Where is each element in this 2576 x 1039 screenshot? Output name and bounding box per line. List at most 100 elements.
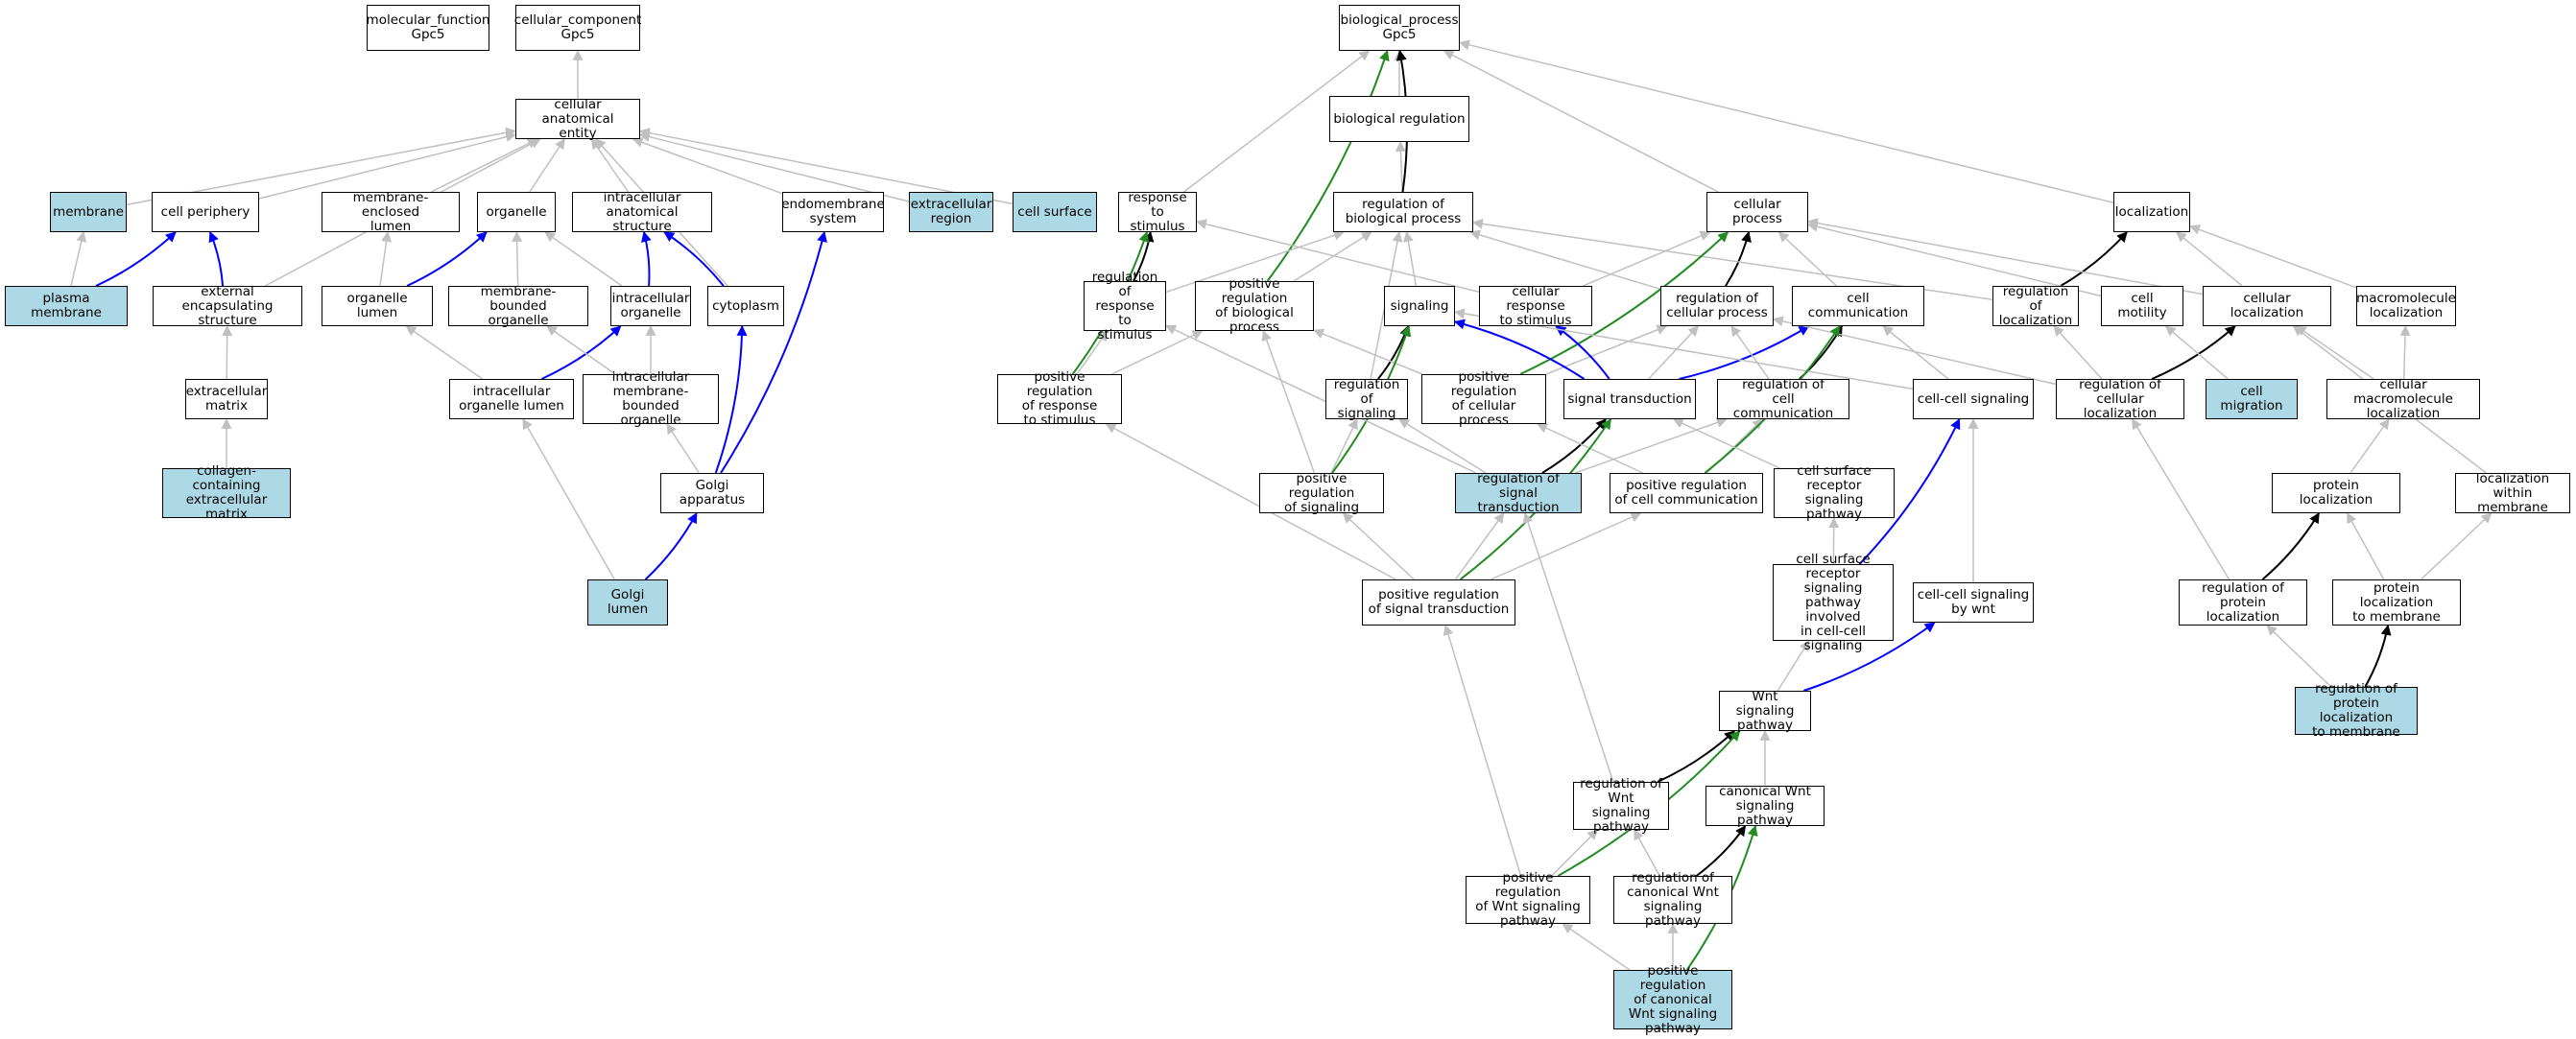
term-node-cellular-macromolecule-localization[interactable]: cellular macromolecule localization <box>2326 377 2480 420</box>
term-node-regulation-of-cell-communication[interactable]: regulation of cell communication <box>1717 377 1849 420</box>
term-node-membrane[interactable]: membrane <box>50 192 127 232</box>
term-node-cellular-component[interactable]: cellular_component Gpc5 <box>514 5 641 51</box>
term-node-molecular-function[interactable]: molecular_function Gpc5 <box>367 5 489 51</box>
term-node-wnt-signaling-pathway[interactable]: Wnt signaling pathway <box>1719 689 1811 732</box>
edge-regulates <box>1695 825 1747 877</box>
term-node-protein-localization[interactable]: protein localization <box>2272 473 2400 513</box>
term-node-macromolecule-localization[interactable]: macromolecule localization <box>2356 286 2456 326</box>
edge-is-a <box>529 138 565 193</box>
edge-is-a <box>1293 231 1372 282</box>
term-node-localization[interactable]: localization <box>2113 192 2190 232</box>
edge-is-a <box>1522 511 1614 783</box>
term-node-regulation-of-response-to-stimulus[interactable]: regulation of response to stimulus <box>1084 270 1166 342</box>
edge-is-a <box>1648 325 1700 380</box>
term-node-positive-regulation-of-signaling[interactable]: positive regulation of signaling <box>1259 471 1384 514</box>
edge-part-of <box>208 230 225 287</box>
term-node-positive-regulation-of-cellular-process[interactable]: positive regulation of cellular process <box>1421 370 1546 428</box>
term-node-organelle[interactable]: organelle <box>477 192 556 232</box>
term-node-regulation-of-cellular-localization[interactable]: regulation of cellular localization <box>2056 377 2184 420</box>
edge-part-of <box>1679 325 1810 380</box>
term-node-localization-within-membrane[interactable]: localization within membrane <box>2455 471 2570 514</box>
term-node-cytoplasm[interactable]: cytoplasm <box>707 286 784 326</box>
term-node-organelle-lumen[interactable]: organelle lumen <box>322 286 433 326</box>
term-node-protein-localization-to-membrane[interactable]: protein localization to membrane <box>2332 579 2461 626</box>
edge-is-a <box>1105 423 1396 580</box>
term-node-cell-cell-signaling-by-wnt[interactable]: cell-cell signaling by wnt <box>1913 582 2034 623</box>
term-node-signal-transduction[interactable]: signal transduction <box>1563 379 1696 419</box>
term-node-cell-motility[interactable]: cell motility <box>2101 286 2183 326</box>
term-node-canonical-wnt-signaling-pathway[interactable]: canonical Wnt signaling pathway <box>1705 784 1825 827</box>
term-node-cell-communication[interactable]: cell communication <box>1792 286 1924 326</box>
term-node-regulation-of-biological-process[interactable]: regulation of biological process <box>1333 192 1473 232</box>
term-node-endomembrane-system[interactable]: endomembrane system <box>781 192 885 232</box>
term-node-regulation-of-canonical-wnt-signaling-pathway[interactable]: regulation of canonical Wnt signaling pa… <box>1613 871 1732 929</box>
term-node-biological-process[interactable]: biological_process Gpc5 <box>1339 5 1460 51</box>
term-node-membrane-enclosed-lumen[interactable]: membrane-enclosed lumen <box>322 190 460 233</box>
edge-part-of <box>95 231 177 287</box>
term-node-positive-regulation-of-response-to-stimulus[interactable]: positive regulation of response to stimu… <box>997 370 1122 428</box>
term-node-response-to-stimulus[interactable]: response to stimulus <box>1118 190 1197 233</box>
term-node-regulation-of-signaling[interactable]: regulation of signaling <box>1325 377 1408 420</box>
term-node-extracellular-region[interactable]: extracellular region <box>909 192 993 232</box>
term-node-cell-periphery[interactable]: cell periphery <box>152 192 259 232</box>
term-node-extracellular-matrix[interactable]: extracellular matrix <box>185 379 268 419</box>
term-node-positive-regulation-of-signal-transduction[interactable]: positive regulation of signal transducti… <box>1362 579 1515 626</box>
term-node-cellular-response-to-stimulus[interactable]: cellular response to stimulus <box>1479 284 1592 327</box>
term-node-cell-cell-signaling[interactable]: cell-cell signaling <box>1913 379 2034 419</box>
term-node-csrsp-cell-cell[interactable]: cell surface receptor signaling pathway … <box>1773 552 1894 652</box>
edge-regulates <box>2364 624 2392 688</box>
term-node-regulation-of-signal-transduction[interactable]: regulation of signal transduction <box>1455 471 1582 514</box>
edge-is-a <box>1491 511 1642 580</box>
edge-is-a <box>1777 640 1810 692</box>
term-node-signaling[interactable]: signaling <box>1384 286 1455 326</box>
term-node-cell-surface-receptor-signaling-pathway[interactable]: cell surface receptor signaling pathway <box>1774 464 1895 522</box>
edge-is-a <box>1312 328 1423 375</box>
term-node-regulation-of-localization[interactable]: regulation of localization <box>1992 284 2079 327</box>
term-node-cellular-process[interactable]: cellular process <box>1706 192 1808 232</box>
edge-is-a <box>405 325 484 380</box>
term-node-regulation-of-protein-localization[interactable]: regulation of protein localization <box>2179 579 2307 626</box>
term-node-regulation-of-protein-localization-to-membrane[interactable]: regulation of protein localization to me… <box>2295 682 2418 740</box>
edge-part-of <box>714 324 748 474</box>
term-node-intracellular-organelle-lumen[interactable]: intracellular organelle lumen <box>449 379 574 419</box>
term-node-membrane-bounded-organelle[interactable]: membrane-bounded organelle <box>448 284 588 327</box>
edge-part-of <box>720 230 827 474</box>
term-node-cellular-localization[interactable]: cellular localization <box>2203 286 2331 326</box>
term-node-cell-migration[interactable]: cell migration <box>2206 379 2298 419</box>
edge-is-a <box>70 230 87 287</box>
edge-is-a <box>1330 418 1358 474</box>
term-node-intracellular-organelle[interactable]: intracellular organelle <box>610 286 691 326</box>
term-node-collagen-ecm[interactable]: collagen-containing extracellular matrix <box>162 464 291 522</box>
term-node-positive-regulation-of-biological-process[interactable]: positive regulation of biological proces… <box>1195 277 1314 335</box>
edge-is-a <box>258 131 517 200</box>
term-node-positive-regulation-of-cell-communication[interactable]: positive regulation of cell communicatio… <box>1610 473 1763 513</box>
edge-is-a <box>2349 418 2390 474</box>
term-node-plasma-membrane[interactable]: plasma membrane <box>5 286 128 326</box>
edge-regulates <box>1725 230 1752 287</box>
edge-regulates <box>1657 730 1735 783</box>
term-node-golgi-apparatus[interactable]: Golgi apparatus <box>660 473 764 513</box>
term-node-cellular-anatomical-entity[interactable]: cellular anatomical entity <box>515 97 640 140</box>
edge-is-a <box>1806 218 2204 295</box>
edge-is-a <box>1195 219 1480 294</box>
term-node-external-encapsulating-structure[interactable]: external encapsulating structure <box>153 284 302 327</box>
edge-is-a <box>1772 316 2057 386</box>
term-node-intracellular-anatomical-structure[interactable]: intracellular anatomical structure <box>572 190 712 233</box>
edge-is-a <box>1545 324 1668 375</box>
edge-is-a <box>430 138 538 193</box>
edge-regulates <box>1133 230 1155 282</box>
term-node-positive-regulation-of-wnt-signaling-pathway[interactable]: positive regulation of Wnt signaling pat… <box>1466 871 1590 929</box>
edge-regulates <box>2151 325 2236 380</box>
edge-is-a <box>1469 229 1661 291</box>
term-node-regulation-of-wnt-signaling-pathway[interactable]: regulation of Wnt signaling pathway <box>1573 777 1669 835</box>
edge-is-a <box>1395 140 1406 193</box>
term-node-golgi-lumen[interactable]: Golgi lumen <box>587 579 668 626</box>
term-node-intracellular-membrane-bounded-organelle[interactable]: intracellular membrane-bounded organelle <box>583 370 719 428</box>
term-node-cell-surface[interactable]: cell surface <box>1013 192 1097 232</box>
term-node-biological-regulation[interactable]: biological regulation <box>1329 96 1469 142</box>
edge-is-a <box>1551 829 1599 877</box>
term-node-positive-regulation-of-canonical-wnt-signaling-pathway[interactable]: positive regulation of canonical Wnt sig… <box>1613 963 1732 1035</box>
term-node-regulation-of-cellular-process[interactable]: regulation of cellular process <box>1660 286 1774 326</box>
